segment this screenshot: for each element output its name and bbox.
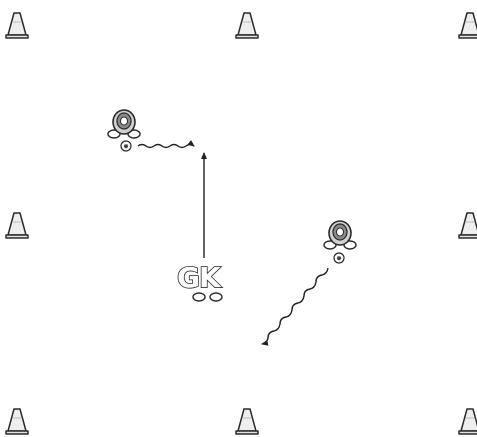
ball-icon [334,253,344,263]
goalkeeper-label: GK [177,261,222,294]
ball-icon [121,141,131,151]
